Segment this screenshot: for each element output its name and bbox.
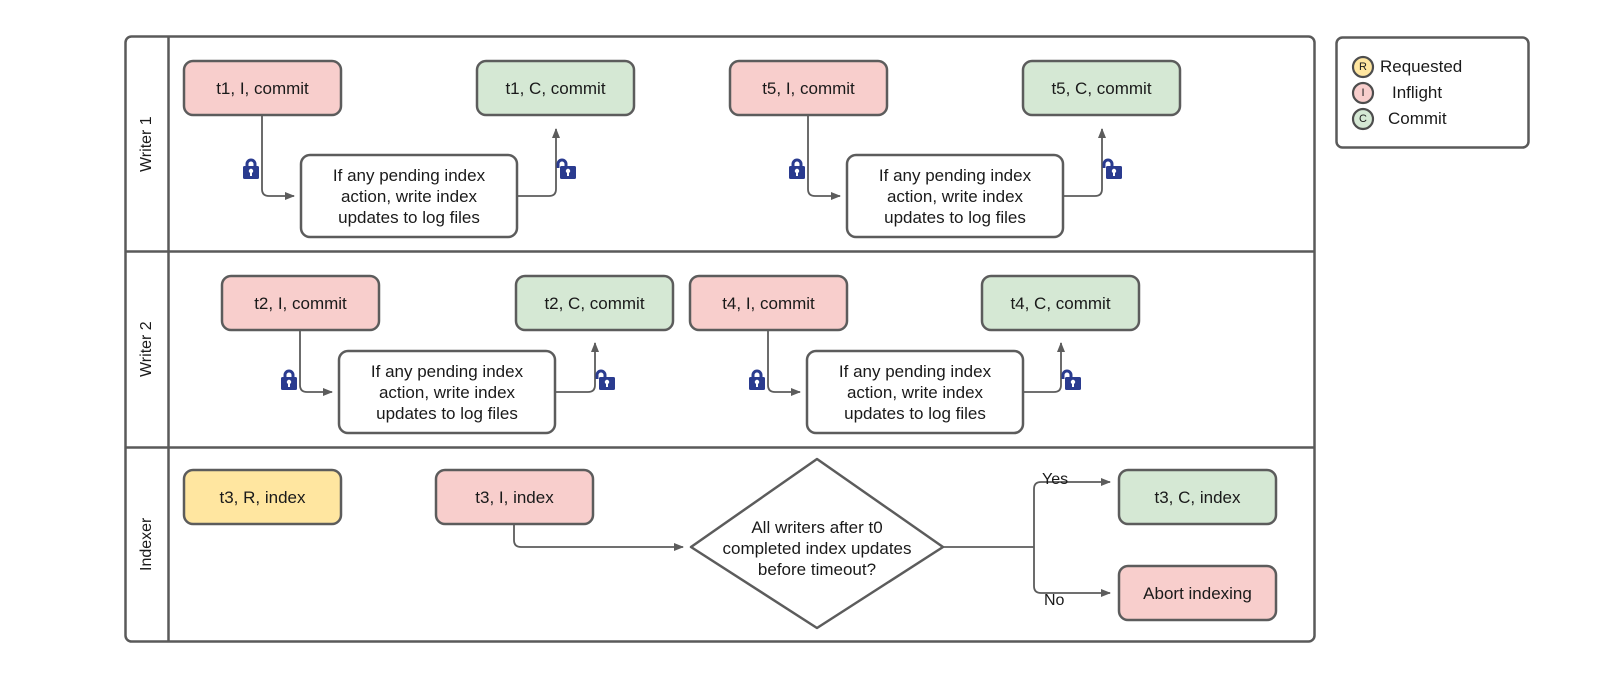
- writer2-connectors: [299, 330, 1065, 396]
- node-w2-t2-inflight[interactable]: [220, 274, 381, 332]
- node-ix-t3-commit[interactable]: [1117, 468, 1278, 526]
- legend-badge-letter-requested: R: [1359, 61, 1367, 73]
- lock-open-icon: [1102, 158, 1122, 179]
- lane-label-writer2: Writer 2: [126, 252, 168, 447]
- node-ix-decision[interactable]: [689, 457, 945, 630]
- lock-closed-icon: [243, 158, 259, 179]
- node-w1-t5-inflight[interactable]: [728, 59, 889, 117]
- node-w1-index-task-a[interactable]: [299, 153, 519, 239]
- lock-open-icon: [1061, 369, 1081, 390]
- node-w2-index-task-a[interactable]: [337, 349, 557, 435]
- lane-label-indexer: Indexer: [126, 448, 168, 641]
- node-w1-t5-commit[interactable]: [1021, 59, 1182, 117]
- legend-label-inflight: Inflight: [1392, 83, 1443, 102]
- node-ix-abort[interactable]: [1117, 564, 1278, 622]
- legend-badge-requested: [1351, 55, 1375, 79]
- node-w2-t4-inflight[interactable]: [688, 274, 849, 332]
- node-w1-t1-commit[interactable]: [475, 59, 636, 117]
- node-ix-t3-requested[interactable]: [182, 468, 343, 526]
- lock-open-icon: [595, 369, 615, 390]
- legend-label-commit: Commit: [1388, 109, 1447, 128]
- indexer-connectors: [513, 478, 1111, 597]
- node-w2-t4-commit[interactable]: [980, 274, 1141, 332]
- legend-container: [1335, 36, 1530, 149]
- writer1-connectors: [261, 115, 1106, 200]
- legend-badge-letter-commit: C: [1359, 113, 1367, 125]
- node-w1-t1-inflight[interactable]: [182, 59, 343, 117]
- lock-closed-icon: [281, 369, 297, 390]
- node-w2-t2-commit[interactable]: [514, 274, 675, 332]
- node-ix-t3-inflight[interactable]: [434, 468, 595, 526]
- legend-badge-inflight: [1351, 81, 1375, 105]
- edge-label-no: No: [1044, 592, 1065, 609]
- legend-label-requested: Requested: [1380, 57, 1463, 76]
- lock-closed-icon: [789, 158, 805, 179]
- edge-label-yes: Yes: [1042, 471, 1069, 488]
- lane-label-text: Writer 2: [138, 321, 155, 378]
- lane-label-writer1: Writer 1: [126, 37, 168, 251]
- lane-label-text: Indexer: [138, 517, 155, 572]
- legend-badge-letter-inflight: I: [1361, 87, 1365, 99]
- node-w2-index-task-b[interactable]: [805, 349, 1025, 435]
- legend-badge-commit: [1351, 107, 1375, 131]
- lock-closed-icon: [749, 369, 765, 390]
- node-w1-index-task-b[interactable]: [845, 153, 1065, 239]
- lock-open-icon: [556, 158, 576, 179]
- lane-label-text: Writer 1: [138, 116, 155, 172]
